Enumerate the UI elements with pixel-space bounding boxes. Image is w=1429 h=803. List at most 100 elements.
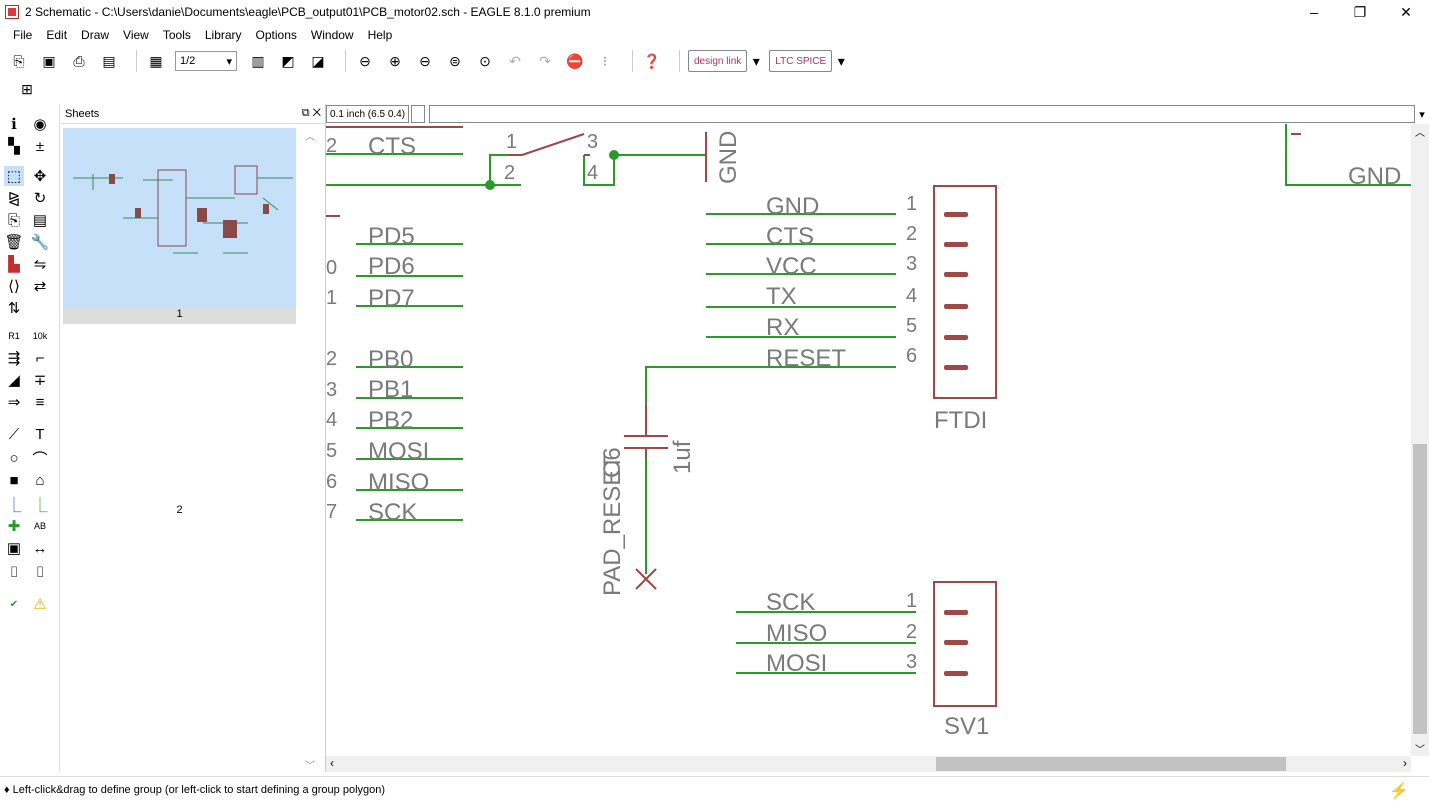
save-icon[interactable]: ▣ xyxy=(42,52,56,69)
menu-edit[interactable]: Edit xyxy=(46,28,68,42)
module-icon[interactable]: ⌷ xyxy=(35,563,45,581)
info-icon[interactable]: ℹ xyxy=(11,116,17,133)
scroll-right-icon[interactable]: › xyxy=(1403,756,1407,770)
junction-icon[interactable]: ✚ xyxy=(7,518,21,535)
miter-icon[interactable]: ⌐ xyxy=(35,349,45,367)
circle-icon[interactable]: ○ xyxy=(9,449,19,467)
undock-icon[interactable]: ⧉ xyxy=(301,107,310,119)
rectangle-icon[interactable]: ■ xyxy=(9,471,19,489)
chevron-down-icon[interactable]: ▾ xyxy=(752,52,760,69)
menu-help[interactable]: Help xyxy=(367,28,393,42)
script-icon[interactable]: ▥ xyxy=(251,52,265,69)
paste-icon[interactable]: ▤ xyxy=(32,212,48,229)
board-switch-icon[interactable]: ▦ xyxy=(149,52,163,69)
scroll-down-icon[interactable]: ﹀ xyxy=(305,761,315,772)
split-icon[interactable]: ◢ xyxy=(8,372,20,389)
display-icon[interactable]: ▚ xyxy=(8,138,20,155)
menu-options[interactable]: Options xyxy=(255,28,297,42)
command-input[interactable] xyxy=(429,105,1415,123)
route-icon[interactable]: ⇒ xyxy=(7,394,21,411)
net-label: PB2 xyxy=(368,407,413,434)
attribute-icon[interactable]: ▣ xyxy=(6,540,22,557)
copy-icon[interactable]: ⎘ xyxy=(7,211,20,229)
zoom-select-icon[interactable]: ⊜ xyxy=(449,52,461,69)
minimize-button[interactable]: – xyxy=(1310,4,1318,20)
frame-icon[interactable]: ⌷ xyxy=(9,563,19,581)
schematic-icon[interactable]: ◩ xyxy=(281,52,295,69)
pad-reset-label: PAD_RESET xyxy=(599,455,626,596)
open-icon[interactable]: ⎘ xyxy=(13,52,25,69)
menu-view[interactable]: View xyxy=(123,28,149,42)
sheet-2-label[interactable]: 2 xyxy=(176,504,183,516)
value-icon[interactable]: 10k xyxy=(32,331,48,341)
arc-icon[interactable]: ⌒ xyxy=(32,450,48,468)
group-icon[interactable]: ⬚ xyxy=(4,166,24,186)
erc-icon[interactable]: ✔ xyxy=(9,598,19,610)
go-icon[interactable]: ⁝ xyxy=(602,52,608,69)
sheet-select[interactable]: 1/2▾ xyxy=(175,51,237,71)
print-icon[interactable]: ⎙ xyxy=(73,52,85,69)
move-icon[interactable]: ✥ xyxy=(33,168,47,185)
cam-icon[interactable]: ▤ xyxy=(102,52,116,69)
menu-tools[interactable]: Tools xyxy=(162,28,191,42)
net-icon[interactable]: ⎿ xyxy=(6,496,22,514)
lightning-icon[interactable]: ⚡ xyxy=(1389,783,1409,800)
name-icon[interactable]: R1 xyxy=(8,331,20,341)
replace-icon[interactable]: ⇋ xyxy=(33,256,47,273)
schematic-canvas[interactable]: CTS PD5 PD6 PD7 PB0 PB1 PB2 MOSI MISO SC… xyxy=(326,124,1411,756)
polygon-icon[interactable]: ⌂ xyxy=(35,471,45,489)
menu-draw[interactable]: Draw xyxy=(81,28,110,42)
designlink-button[interactable]: design link xyxy=(688,50,748,72)
menu-library[interactable]: Library xyxy=(204,28,242,42)
ulp-icon[interactable]: ◪ xyxy=(311,52,325,69)
delete-icon[interactable]: 🗑 xyxy=(4,234,24,251)
label-icon[interactable]: AB xyxy=(33,521,46,531)
sheets-scrollbar[interactable]: ︿ ﹀ xyxy=(303,128,319,772)
zoom-out-icon[interactable]: ⊖ xyxy=(419,52,431,69)
maximize-button[interactable]: ❐ xyxy=(1353,3,1367,20)
help-icon[interactable]: ❓ xyxy=(643,52,661,69)
text-icon[interactable]: T xyxy=(35,425,45,443)
scroll-left-icon[interactable]: ‹ xyxy=(330,756,334,770)
sheet-1-thumbnail[interactable] xyxy=(63,128,296,308)
ltspice-button[interactable]: LTC SPICE xyxy=(769,50,833,72)
horizontal-scroll-thumb[interactable] xyxy=(936,757,1286,771)
command-history-button[interactable] xyxy=(411,105,426,123)
close-button[interactable]: ✕ xyxy=(1400,3,1412,20)
chevron-down-icon[interactable]: ▾ xyxy=(837,52,845,69)
undo-icon[interactable]: ↶ xyxy=(509,52,521,69)
dimension-icon[interactable]: ↔ xyxy=(32,539,48,557)
canvas-horizontal-scrollbar[interactable]: ‹ › xyxy=(326,756,1411,772)
rotate-icon[interactable]: ↻ xyxy=(33,190,47,207)
sheet-1-label[interactable]: 1 xyxy=(63,308,296,324)
panel-close-icon[interactable]: ✕ xyxy=(312,107,321,119)
optimize-icon[interactable]: ∓ xyxy=(33,372,47,389)
menu-window[interactable]: Window xyxy=(310,28,354,42)
zoom-last-icon[interactable]: ⊙ xyxy=(479,52,491,69)
grid-icon[interactable]: ⊞ xyxy=(21,80,33,97)
zoom-fit-icon[interactable]: ⊖ xyxy=(359,52,371,69)
canvas-vertical-scrollbar[interactable]: ︿ ﹀ xyxy=(1411,124,1429,756)
chevron-down-icon[interactable]: ▾ xyxy=(1419,108,1425,121)
add-part-icon[interactable]: ▙ xyxy=(8,256,20,273)
invoke-icon[interactable]: ⟨⟩ xyxy=(8,278,20,295)
redo-icon[interactable]: ↷ xyxy=(539,52,551,69)
menu-file[interactable]: File xyxy=(13,28,33,42)
pinswap-icon[interactable]: ⇅ xyxy=(7,300,21,317)
mark-icon[interactable]: ± xyxy=(35,137,45,155)
vertical-scroll-thumb[interactable] xyxy=(1413,444,1427,734)
scroll-down-icon[interactable]: ﹀ xyxy=(1415,745,1425,756)
stop-icon[interactable]: ⛔ xyxy=(566,52,584,69)
mirror-icon[interactable]: ⧎ xyxy=(7,190,21,207)
bus-icon[interactable]: ⎿ xyxy=(32,496,48,514)
scroll-up-icon[interactable]: ︿ xyxy=(1415,128,1425,139)
gateswap-icon[interactable]: ⇄ xyxy=(33,278,47,295)
smash-icon[interactable]: ⇶ xyxy=(7,350,21,367)
scroll-up-icon[interactable]: ︿ xyxy=(305,132,315,143)
align-icon[interactable]: ≡ xyxy=(35,393,45,411)
line-icon[interactable]: ⟋ xyxy=(8,425,20,443)
zoom-in-icon[interactable]: ⊕ xyxy=(389,52,401,69)
wrench-icon[interactable]: 🔧 xyxy=(30,234,50,251)
warning-icon[interactable]: ⚠ xyxy=(33,596,47,613)
show-icon[interactable]: ◉ xyxy=(33,116,47,133)
